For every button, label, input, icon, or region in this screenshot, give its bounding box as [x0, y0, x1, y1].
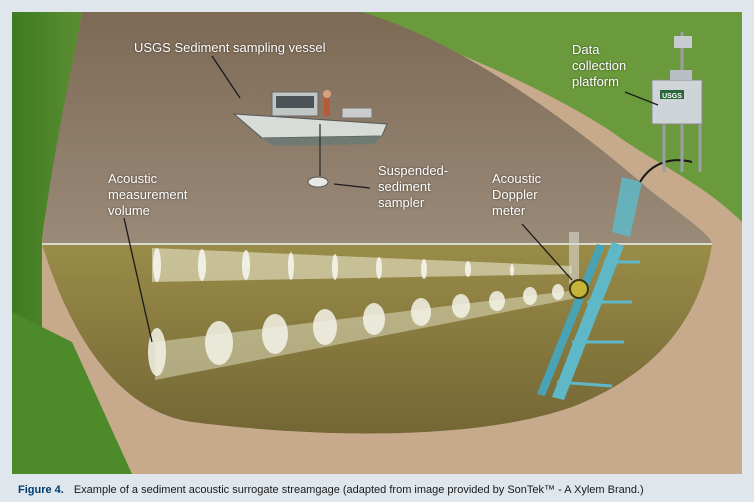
label-line: meter [492, 203, 541, 219]
figure-number: Figure 4. [18, 484, 64, 496]
label-acoustic-measurement-volume: Acoustic measurement volume [108, 171, 187, 219]
label-acoustic-doppler-meter: Acoustic Doppler meter [492, 171, 541, 219]
label-line: sampler [378, 195, 448, 211]
label-line: volume [108, 203, 187, 219]
label-line: Acoustic [108, 171, 187, 187]
label-sampling-vessel: USGS Sediment sampling vessel [134, 40, 325, 56]
acoustic-doppler-meter [570, 280, 588, 298]
suspended-sediment-sampler [308, 177, 328, 187]
caption-text: Example of a sediment acoustic surrogate… [74, 484, 644, 496]
label-line: sediment [378, 179, 448, 195]
label-suspended-sediment-sampler: Suspended- sediment sampler [378, 163, 448, 211]
label-line: platform [572, 74, 626, 90]
label-line: Doppler [492, 187, 541, 203]
streamgage-illustration: USGS USGS Sedimen [12, 12, 742, 474]
label-line: Suspended- [378, 163, 448, 179]
platform-sign: USGS [662, 93, 682, 100]
label-line: Data [572, 42, 626, 58]
doppler-stem [569, 232, 579, 284]
label-data-collection-platform: Data collection platform [572, 42, 626, 90]
scene-svg: USGS [12, 12, 742, 474]
figure-caption: Figure 4. Example of a sediment acoustic … [18, 484, 644, 496]
label-line: Acoustic [492, 171, 541, 187]
label-line: measurement [108, 187, 187, 203]
label-line: collection [572, 58, 626, 74]
